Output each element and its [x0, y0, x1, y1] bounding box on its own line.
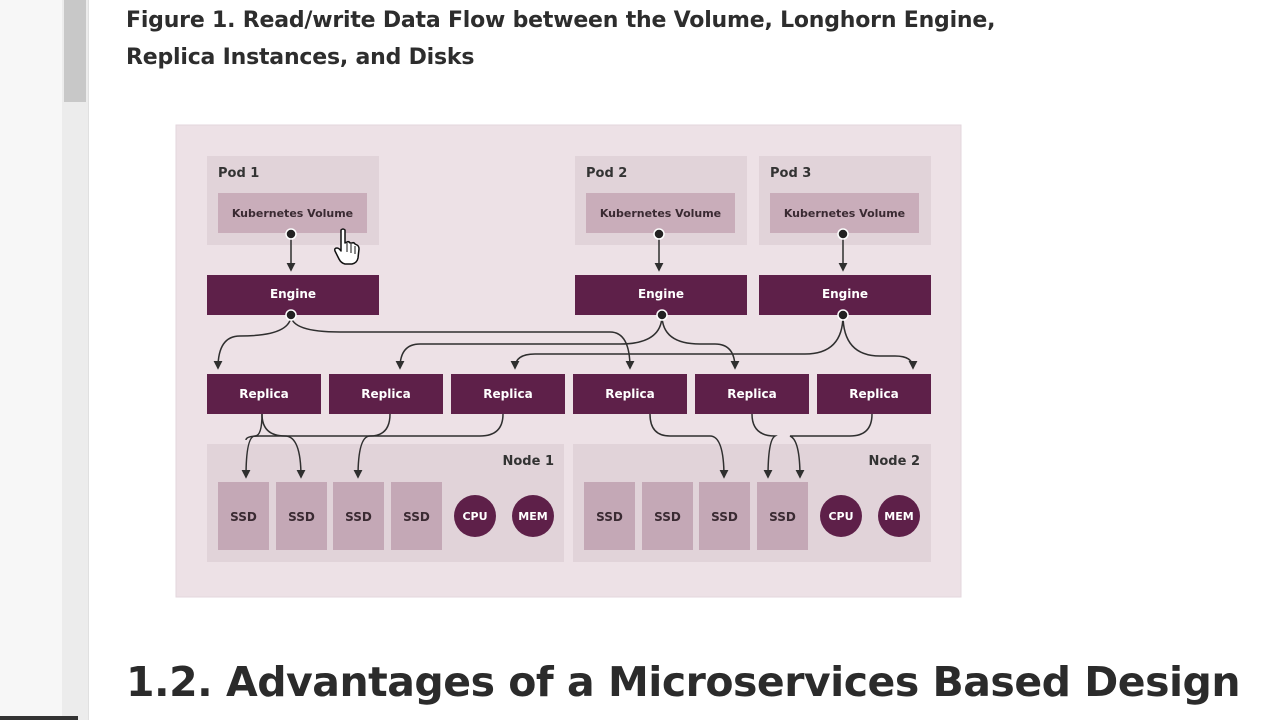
cpu-1: [454, 495, 496, 537]
ssd-1-4: [391, 482, 442, 550]
kubernetes-volume-1-label: Kubernetes Volume: [232, 207, 353, 220]
cpu-2-label: CPU: [828, 510, 853, 523]
ssd-2-2: [642, 482, 693, 550]
ssd-1-2-label: SSD: [288, 510, 315, 524]
left-pane: [0, 0, 62, 720]
engine-2-label: Engine: [638, 287, 684, 301]
kubernetes-volume-2: [586, 193, 735, 233]
replica-6: [817, 374, 931, 414]
ssd-2-3: [699, 482, 750, 550]
replica-6-label: Replica: [849, 387, 898, 401]
replica-3-label: Replica: [483, 387, 532, 401]
engine-2: [575, 275, 747, 315]
left-edge-bar: [0, 716, 78, 720]
scrollbar-track[interactable]: [62, 0, 89, 720]
replica-2: [329, 374, 443, 414]
ssd-2-4-label: SSD: [769, 510, 796, 524]
replica-2-label: Replica: [361, 387, 410, 401]
replica-3: [451, 374, 565, 414]
engine-3-label: Engine: [822, 287, 868, 301]
mem-2: [878, 495, 920, 537]
ssd-1-3: [333, 482, 384, 550]
ssd-2-1-label: SSD: [596, 510, 623, 524]
ssd-1-2: [276, 482, 327, 550]
hand-pointer-icon: [334, 228, 360, 265]
mem-1: [512, 495, 554, 537]
kubernetes-volume-1: [218, 193, 367, 233]
replica-1: [207, 374, 321, 414]
replica-1-label: Replica: [239, 387, 288, 401]
replica-4-label: Replica: [605, 387, 654, 401]
scrollbar-thumb[interactable]: [64, 0, 86, 102]
engine-1-label: Engine: [270, 287, 316, 301]
node-2-label: Node 2: [868, 454, 920, 469]
ssd-1-4-label: SSD: [403, 510, 430, 524]
ssd-2-3-label: SSD: [711, 510, 738, 524]
pod-1-label: Pod 1: [218, 166, 259, 181]
replica-5: [695, 374, 809, 414]
section-heading: 1.2. Advantages of a Microservices Based…: [126, 658, 1241, 706]
ssd-1-1-label: SSD: [230, 510, 257, 524]
cpu-1-label: CPU: [462, 510, 487, 523]
engine-1: [207, 275, 379, 315]
engine-3: [759, 275, 931, 315]
replica-4: [573, 374, 687, 414]
mem-2-label: MEM: [884, 510, 913, 523]
kubernetes-volume-2-label: Kubernetes Volume: [600, 207, 721, 220]
ssd-1-3-label: SSD: [345, 510, 372, 524]
cpu-2: [820, 495, 862, 537]
mem-1-label: MEM: [518, 510, 547, 523]
replica-5-label: Replica: [727, 387, 776, 401]
ssd-1-1: [218, 482, 269, 550]
node-1-label: Node 1: [502, 454, 554, 469]
ssd-2-2-label: SSD: [654, 510, 681, 524]
ssd-2-4: [757, 482, 808, 550]
ssd-2-1: [584, 482, 635, 550]
figure-caption: Figure 1. Read/write Data Flow between t…: [126, 8, 996, 70]
pod-2-label: Pod 2: [586, 166, 627, 181]
pod-3-label: Pod 3: [770, 166, 811, 181]
kubernetes-volume-3: [770, 193, 919, 233]
kubernetes-volume-3-label: Kubernetes Volume: [784, 207, 905, 220]
